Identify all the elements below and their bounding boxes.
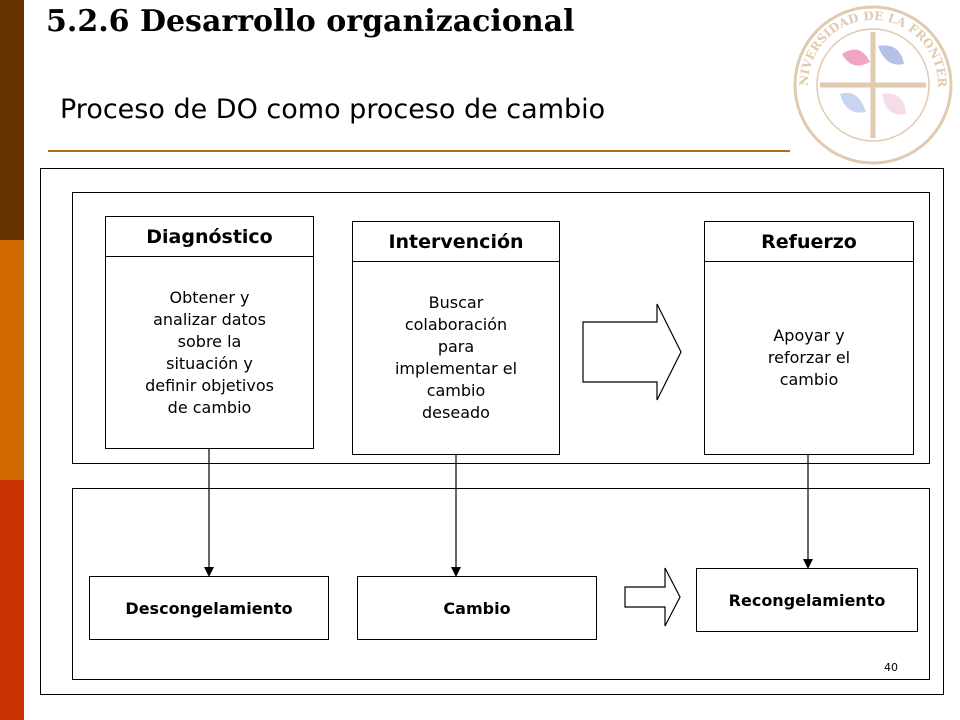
- slide-title: 5.2.6 Desarrollo organizacional: [46, 4, 575, 39]
- logo-text: UNIVERSIDAD DE LA FRONTERA: [790, 2, 949, 89]
- phase-description: Apoyar y reforzar el cambio: [767, 326, 851, 389]
- phase-card-diagnostico: Diagnóstico Obtener y analizar datos sob…: [105, 216, 314, 449]
- phase-description: Obtener y analizar datos sobre la situac…: [145, 287, 274, 417]
- left-accent-bar-middle: [0, 240, 24, 480]
- phase-title: Intervención: [353, 222, 559, 262]
- phase-description: Buscar colaboración para implementar el …: [394, 293, 518, 422]
- phase-card-intervencion: Intervención Buscar colaboración para im…: [352, 221, 560, 455]
- svg-text:UNIVERSIDAD DE LA FRONTERA: UNIVERSIDAD DE LA FRONTERA: [790, 2, 949, 89]
- phase-card-refuerzo: Refuerzo Apoyar y reforzar el cambio: [704, 221, 914, 455]
- phase-title: Refuerzo: [705, 222, 913, 262]
- university-seal-logo: UNIVERSIDAD DE LA FRONTERA: [790, 2, 953, 165]
- phase-title: Diagnóstico: [106, 217, 313, 257]
- left-accent-bar-top: [0, 0, 24, 240]
- slide-subtitle: Proceso de DO como proceso de cambio: [60, 94, 606, 125]
- phases-panel: [72, 192, 930, 464]
- diagram-frame: [40, 168, 944, 695]
- stage-recongelamiento: Recongelamiento: [696, 568, 918, 632]
- title-underline: [48, 150, 790, 152]
- stage-descongelamiento: Descongelamiento: [89, 576, 329, 640]
- left-accent-bar-bottom: [0, 480, 24, 720]
- stages-panel: [72, 488, 930, 680]
- page-number: 40: [884, 661, 898, 674]
- stage-cambio: Cambio: [357, 576, 597, 640]
